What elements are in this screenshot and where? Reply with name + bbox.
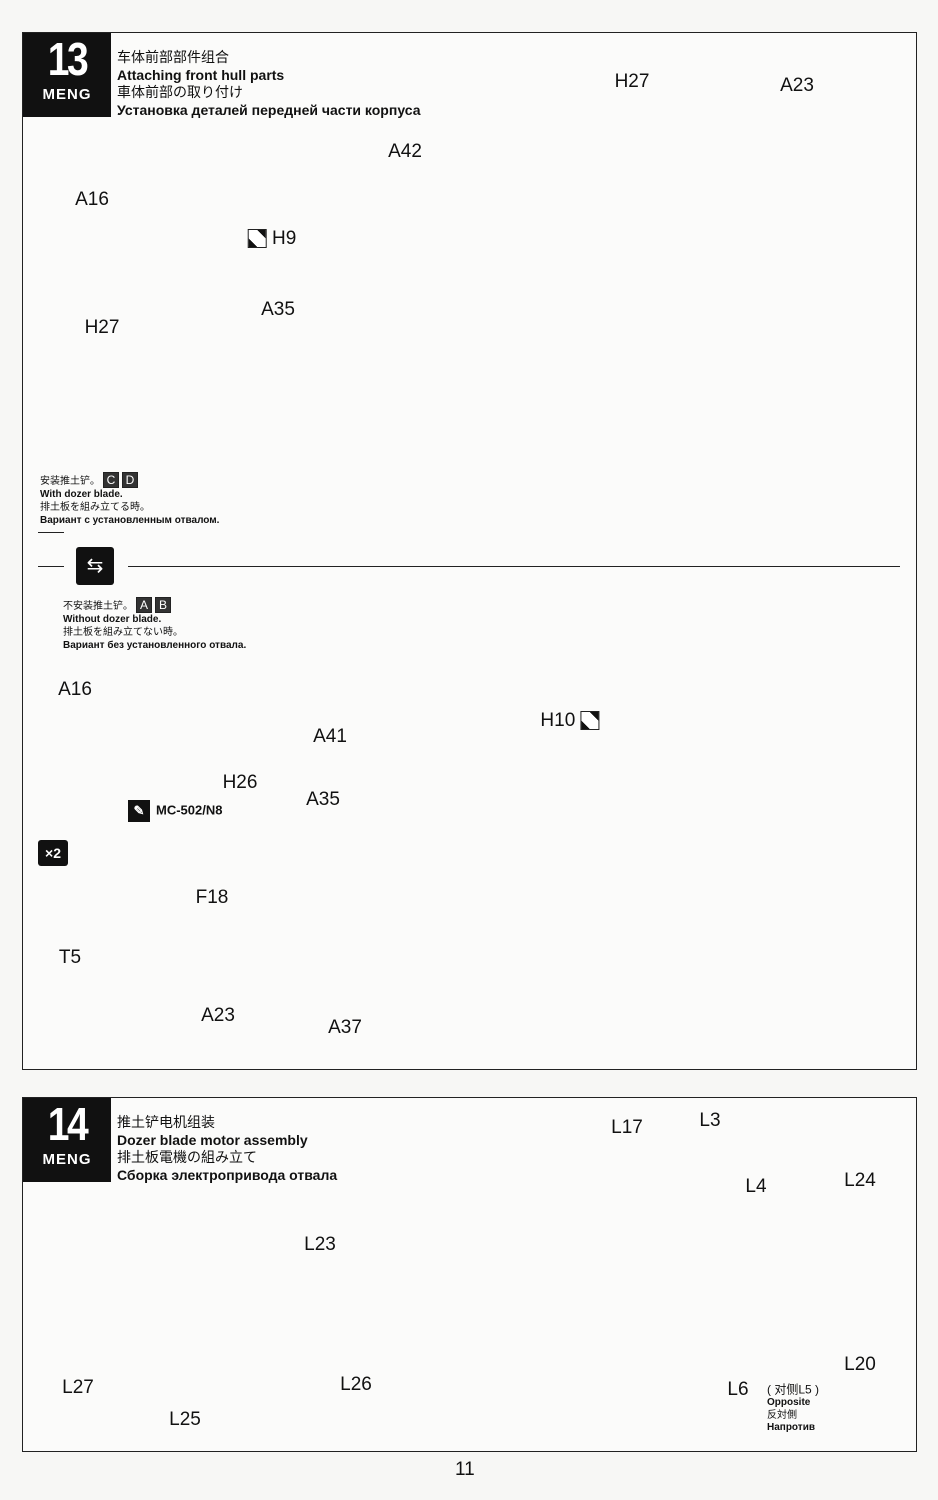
part-label: A35 <box>306 789 340 810</box>
title-ru: Сборка электропривода отвала <box>117 1166 338 1183</box>
step-title: 推土铲电机组装 Dozer blade motor assembly 排土板電機… <box>117 1114 337 1184</box>
paint-callout: ✎ MC-502/N8 <box>128 800 222 822</box>
title-jp: 車体前部の取り付け <box>117 84 243 100</box>
part-label: L23 <box>304 1234 336 1255</box>
title-jp: 排土板電機の組み立て <box>117 1149 257 1165</box>
part-label: H27 <box>84 317 120 338</box>
note-cn: 不安装推土铲。 <box>63 601 133 612</box>
step-14-panel: 14 MENG 推土铲电机组装 Dozer blade motor assemb… <box>22 1097 917 1452</box>
part-label: L26 <box>340 1374 372 1395</box>
part-label: A42 <box>388 141 422 162</box>
alternative-swap-icon: ⇆ <box>76 547 114 585</box>
part-label: A37 <box>328 1017 362 1038</box>
part-label: H27 <box>614 71 650 92</box>
part-label: L27 <box>62 1377 94 1398</box>
divider-line <box>128 566 900 567</box>
step-number: 13 <box>47 33 89 85</box>
opposite-note: Opposite 反対側 Напротив <box>767 1397 815 1435</box>
part-tree-d: D <box>122 472 138 488</box>
note-jp: 排土板を組み立てない時。 <box>63 627 183 638</box>
step-title: 车体前部部件组合 Attaching front hull parts 車体前部… <box>117 49 421 119</box>
part-label: A23 <box>780 75 814 96</box>
part-label: L25 <box>169 1409 201 1430</box>
title-cn: 推土铲电机组装 <box>117 1114 215 1130</box>
note-en: Opposite <box>767 1397 811 1408</box>
part-label: H9 <box>271 228 297 249</box>
meng-logo: MENG <box>42 86 92 103</box>
divider-line <box>38 532 64 533</box>
page-number: 11 <box>455 1459 475 1480</box>
note-jp: 排土板を組み立てる時。 <box>40 502 150 513</box>
part-label: L3 <box>699 1110 721 1131</box>
part-label: A16 <box>75 189 109 210</box>
part-label: A16 <box>58 679 92 700</box>
part-label: T5 <box>58 947 82 968</box>
quantity-badge: ×2 <box>38 840 68 866</box>
step-number: 14 <box>47 1098 89 1150</box>
part-label: L6 <box>727 1379 749 1400</box>
part-label: H26 <box>222 772 258 793</box>
meng-logo: MENG <box>42 1151 92 1168</box>
note-ru: Напротив <box>767 1422 815 1433</box>
step-badge: 14 MENG <box>23 1098 111 1182</box>
part-tree-a: A <box>136 597 152 613</box>
l6-opposite-note: ( 对侧L5 ) <box>766 1382 820 1397</box>
part-label: L17 <box>611 1117 643 1138</box>
title-cn: 车体前部部件组合 <box>117 49 229 65</box>
step-badge: 13 MENG <box>23 33 111 117</box>
part-label: L24 <box>844 1170 876 1191</box>
paintbrush-icon: ✎ <box>128 800 150 822</box>
title-ru: Установка деталей передней части корпуса <box>117 101 421 118</box>
part-label: L4 <box>745 1176 767 1197</box>
step-13-panel: 13 MENG 车体前部部件组合 Attaching front hull pa… <box>22 32 917 1070</box>
note-cn: 安装推土铲。 <box>40 476 100 487</box>
title-en: Dozer blade motor assembly <box>117 1131 308 1148</box>
part-label: A35 <box>261 299 295 320</box>
part-label: A41 <box>313 726 347 747</box>
part-label: H10 <box>540 710 576 731</box>
part-label-with-flag: H9 <box>247 228 297 250</box>
note-en: With dozer blade. <box>40 489 123 500</box>
note-jp: 反対側 <box>767 1409 797 1421</box>
divider-line <box>38 566 64 567</box>
part-label-with-flag: H10 <box>540 710 600 732</box>
fill-hole-icon <box>247 229 267 249</box>
title-en: Attaching front hull parts <box>117 66 285 83</box>
note-en: Without dozer blade. <box>63 614 162 625</box>
note-ru: Вариант с установленным отвалом. <box>40 515 220 526</box>
fill-hole-icon <box>580 711 600 731</box>
part-label: L20 <box>844 1354 876 1375</box>
part-tree-c: C <box>103 472 119 488</box>
paint-code: MC-502/N8 <box>156 802 223 818</box>
part-label: F18 <box>195 887 229 908</box>
part-tree-b: B <box>155 597 171 613</box>
note-ru: Вариант без установленного отвала. <box>63 640 247 651</box>
part-label: A23 <box>201 1005 235 1026</box>
